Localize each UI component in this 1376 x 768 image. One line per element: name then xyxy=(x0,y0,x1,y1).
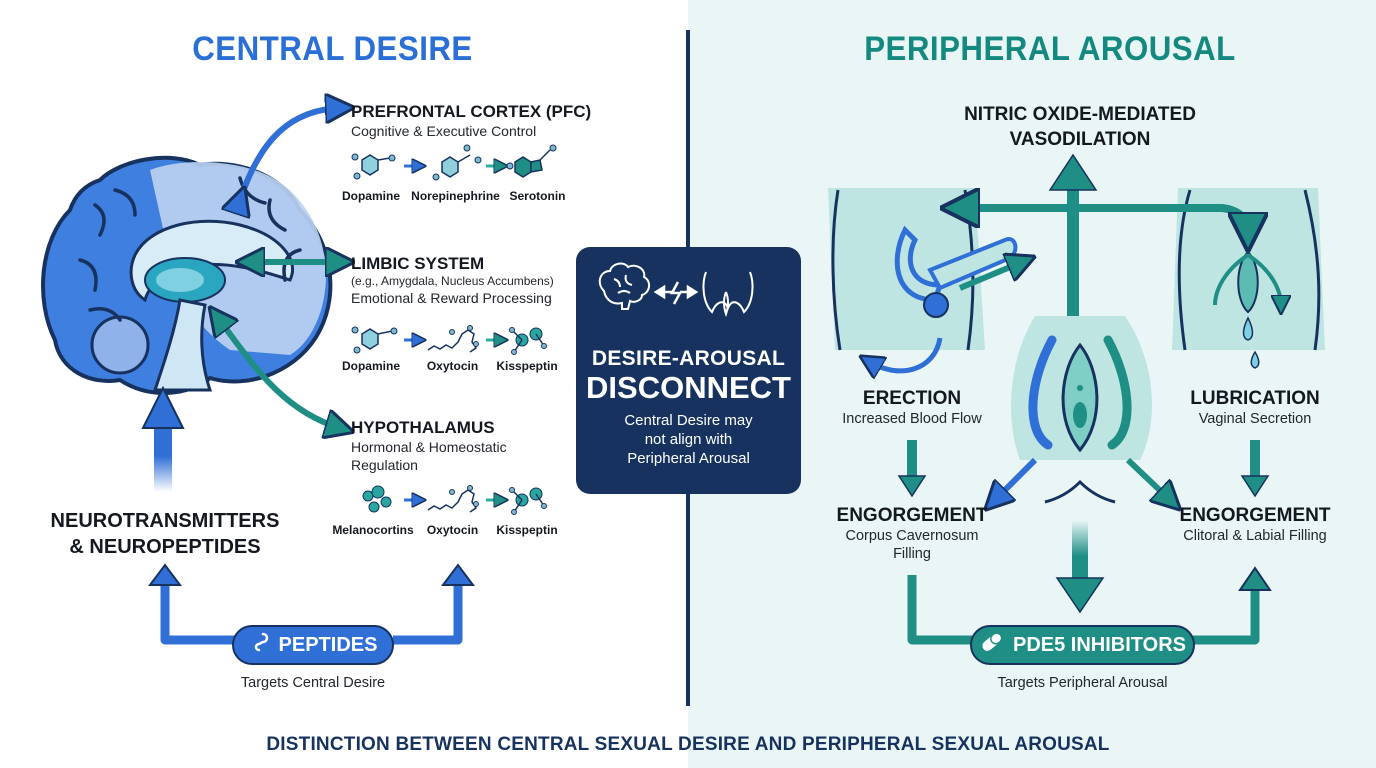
arrow-to-pfc xyxy=(240,108,340,200)
pde5-arrow-shaft xyxy=(1072,520,1088,580)
disconnect-icons xyxy=(598,262,754,318)
peptide-chain-icon xyxy=(249,631,271,659)
arrow-to-female-engorgement xyxy=(1125,457,1170,500)
kisspeptin-molecule-icon xyxy=(509,487,547,515)
dopamine-molecule-icon xyxy=(351,326,398,354)
vasodilation-arrow-up xyxy=(1048,153,1098,191)
molecule-label: Oxytocin xyxy=(426,359,479,373)
molecule-row-pfc xyxy=(351,144,557,181)
molecule-label: Kisspeptin xyxy=(496,523,558,537)
neurotransmitters-label: NEUROTRANSMITTERS & NEUROPEPTIDES xyxy=(30,508,300,560)
female-anatomy-icon xyxy=(1213,250,1281,369)
upward-arrow-head xyxy=(141,385,185,429)
disconnect-title-line1: DESIRE-AROUSAL xyxy=(591,347,786,370)
brain-illustration xyxy=(41,155,333,395)
male-engorgement-heading: ENGORGEMENT xyxy=(836,505,988,526)
upward-arrow-shaft xyxy=(154,420,172,492)
female-engorgement-subtitle: Clitoral & Labial Filling xyxy=(1183,528,1327,544)
lubrication-subtitle: Vaginal Secretion xyxy=(1198,411,1312,427)
pde5-loop-left xyxy=(907,575,972,645)
lubrication-heading: LUBRICATION xyxy=(1190,388,1320,409)
melanocortins-molecule-icon xyxy=(362,485,392,513)
male-engorgement-subtitle-line1: Corpus Cavernosum xyxy=(845,528,979,544)
molecule-label: Kisspeptin xyxy=(496,359,558,373)
molecule-label: Serotonin xyxy=(509,189,566,203)
erection-heading: ERECTION xyxy=(862,388,962,409)
serotonin-molecule-icon xyxy=(506,144,557,178)
region-hypothalamus-description-line2: Regulation xyxy=(351,457,418,473)
footer-caption: DISTINCTION BETWEEN CENTRAL SEXUAL DESIR… xyxy=(266,734,1110,755)
vasodilation-label-line1: NITRIC OXIDE-MEDIATED xyxy=(964,104,1196,125)
oxytocin-molecule-icon xyxy=(427,325,479,353)
disconnect-title-line2: DISCONNECT xyxy=(586,370,791,405)
pde5-loop-right xyxy=(1192,585,1260,645)
molecule-row-hypothalamus xyxy=(362,485,547,515)
peptides-loop-left xyxy=(160,575,235,645)
peptides-loop-right xyxy=(393,575,463,645)
brain-icon xyxy=(598,262,650,310)
region-hypothalamus: HYPOTHALAMUS Hormonal & Homeostatic Regu… xyxy=(351,418,507,474)
vasodilation-branch-female xyxy=(1073,204,1248,232)
erection-block: ERECTION Increased Blood Flow xyxy=(822,388,1002,428)
female-engorgement-heading: ENGORGEMENT xyxy=(1179,505,1331,526)
peripheral-arousal-title: PERIPHERAL AROUSAL xyxy=(864,30,1236,68)
molecule-label: Dopamine xyxy=(341,359,400,373)
vasodilation-label: NITRIC OXIDE-MEDIATED VASODILATION xyxy=(940,102,1220,152)
neurotransmitters-label-line1: NEUROTRANSMITTERS xyxy=(50,510,280,532)
arrow-to-hypothalamus xyxy=(218,318,340,428)
disconnect-arrows-icon xyxy=(653,281,699,305)
norepinephrine-molecule-icon xyxy=(432,144,482,181)
peptides-arrow-up-left xyxy=(148,563,182,586)
central-desire-title: CENTRAL DESIRE xyxy=(192,30,473,68)
peptides-label: PEPTIDES xyxy=(278,633,378,656)
oxytocin-molecule-icon xyxy=(427,485,479,513)
arrow-head xyxy=(897,475,927,498)
pde5-inhibitors-pill: PDE5 INHIBITORS xyxy=(970,625,1195,665)
lubrication-block: LUBRICATION Vaginal Secretion xyxy=(1165,388,1345,428)
vulva-anatomy-icon xyxy=(1028,335,1132,504)
molecule-label: Dopamine xyxy=(341,189,400,203)
pde5-inhibitors-label: PDE5 INHIBITORS xyxy=(1013,633,1186,656)
molecule-label: Norepinephrine xyxy=(411,189,500,203)
neurotransmitters-label-line2: & NEUROPEPTIDES xyxy=(69,536,261,558)
region-pfc: PREFRONTAL CORTEX (PFC) Cognitive & Exec… xyxy=(351,102,591,140)
region-limbic-heading: LIMBIC SYSTEM xyxy=(351,254,485,273)
male-engorgement-subtitle-line2: Filling xyxy=(893,546,931,562)
pill-capsule-icon xyxy=(979,631,1005,659)
region-pfc-heading: PREFRONTAL CORTEX (PFC) xyxy=(351,102,592,121)
pelvis-icon xyxy=(702,271,754,318)
blood-flow-arrow xyxy=(958,262,1022,291)
molecule-label: Oxytocin xyxy=(426,523,479,537)
kisspeptin-molecule-icon xyxy=(509,327,547,355)
male-engorgement-block: ENGORGEMENT Corpus Cavernosum Filling xyxy=(822,505,1002,563)
vasodilation-label-line2: VASODILATION xyxy=(1009,129,1151,150)
pde5-arrow-up-right xyxy=(1238,566,1272,591)
disconnect-description: Central Desire may not align with Periph… xyxy=(576,411,801,468)
region-pfc-description: Cognitive & Executive Control xyxy=(351,123,537,139)
erection-cycle-arrow xyxy=(870,337,943,371)
disconnect-description-line1: Central Desire may xyxy=(624,412,753,429)
erection-subtitle: Increased Blood Flow xyxy=(842,411,982,427)
desire-arousal-disconnect-box: DESIRE-AROUSAL DISCONNECT Central Desire… xyxy=(576,247,801,494)
region-limbic-examples: (e.g., Amygdala, Nucleus Accumbens) xyxy=(351,274,554,288)
region-limbic: LIMBIC SYSTEM (e.g., Amygdala, Nucleus A… xyxy=(351,254,554,307)
disconnect-description-line3: Peripheral Arousal xyxy=(627,450,750,467)
molecule-row-limbic xyxy=(351,325,547,355)
arrow-to-male-engorgement xyxy=(995,457,1038,500)
molecule-label: Melanocortins xyxy=(332,523,414,537)
disconnect-description-line2: not align with xyxy=(644,431,733,448)
dopamine-molecule-icon xyxy=(351,153,396,180)
region-hypothalamus-heading: HYPOTHALAMUS xyxy=(351,418,495,437)
peptides-arrow-up-right xyxy=(441,563,475,586)
pde5-arrow-head xyxy=(1055,577,1105,614)
peptides-target: Targets Central Desire xyxy=(240,675,386,691)
region-hypothalamus-description-line1: Hormonal & Homeostatic xyxy=(351,439,507,455)
droplet-icon xyxy=(1250,350,1260,369)
pde5-target: Targets Peripheral Arousal xyxy=(997,675,1168,691)
region-limbic-description: Emotional & Reward Processing xyxy=(351,290,552,306)
peptides-pill: PEPTIDES xyxy=(232,625,394,665)
female-engorgement-block: ENGORGEMENT Clitoral & Labial Filling xyxy=(1160,505,1350,545)
arrow-head xyxy=(1240,475,1270,498)
